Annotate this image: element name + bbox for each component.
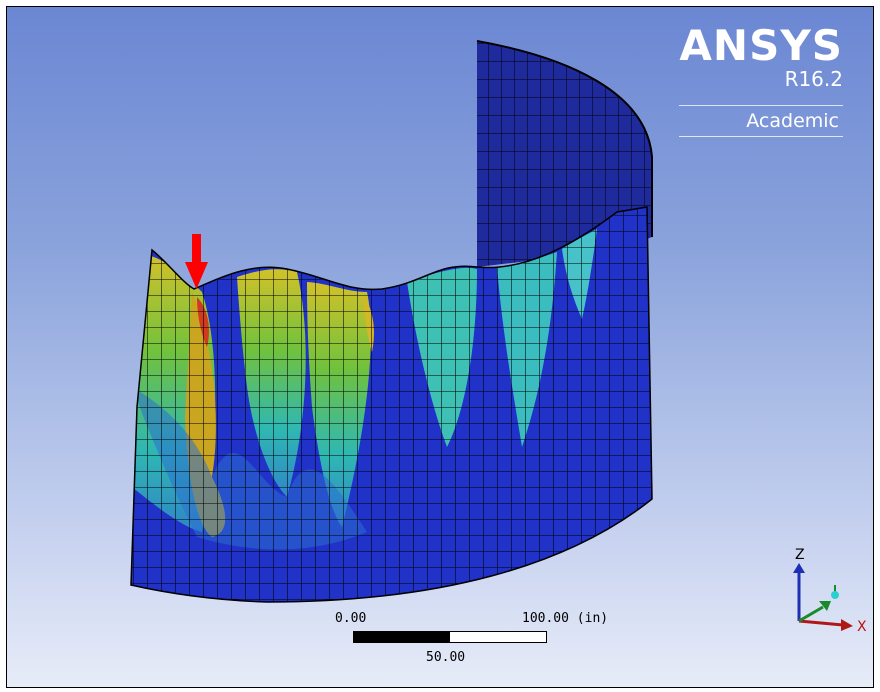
brand-name: ANSYS: [679, 21, 843, 70]
scale-start-label: 0.00: [335, 611, 367, 626]
scale-mid-label: 50.00: [426, 650, 466, 665]
x-axis-label: X: [857, 619, 867, 635]
graphics-viewport[interactable]: ANSYS R16.2 Academic 0.00 100.00 (in) 50…: [6, 6, 874, 688]
x-axis-icon: [798, 619, 853, 631]
scale-end-label: 100.00 (in): [522, 611, 609, 626]
view-sphere-icon: [831, 585, 839, 599]
z-axis-icon: [793, 563, 805, 621]
shell-outline: [130, 206, 653, 603]
scale-bar-fill: [354, 632, 450, 642]
ansys-logo: ANSYS R16.2 Academic: [679, 25, 843, 137]
z-axis-label: Z: [795, 547, 805, 563]
probe-marker-arrow-icon: [185, 234, 208, 289]
brand-edition: Academic: [679, 105, 843, 137]
brand-version: R16.2: [784, 67, 843, 91]
y-axis-icon: [798, 601, 831, 623]
axis-triad[interactable]: Z X: [779, 539, 869, 639]
deformed-shell-model[interactable]: [7, 7, 873, 687]
scale-bar: [353, 631, 547, 643]
